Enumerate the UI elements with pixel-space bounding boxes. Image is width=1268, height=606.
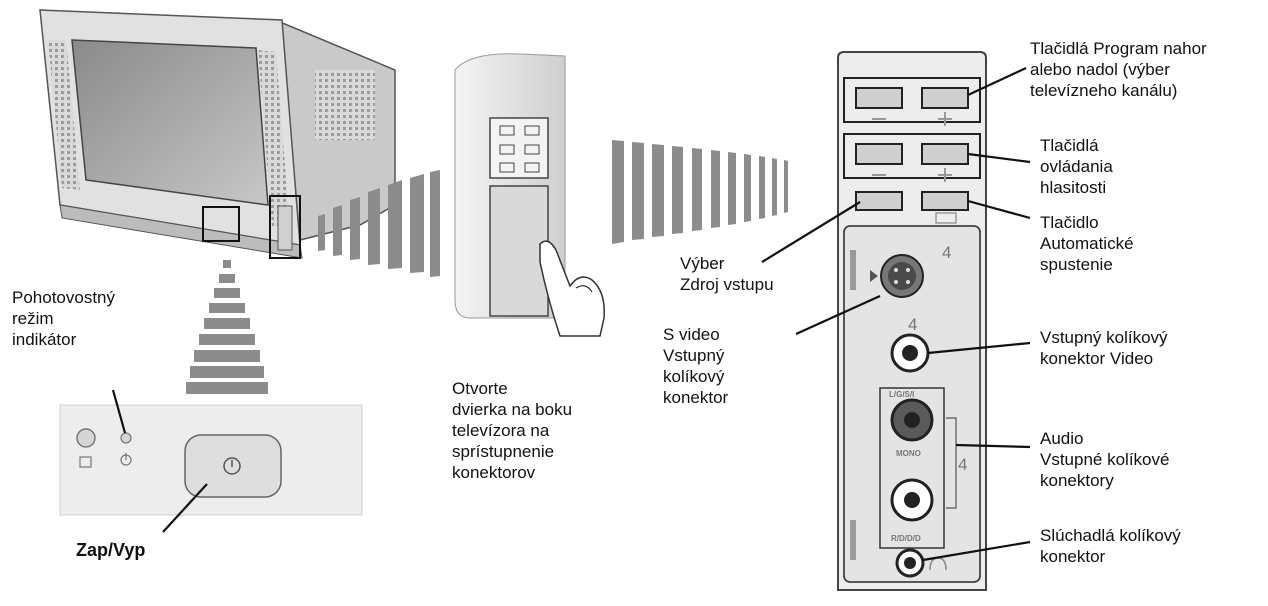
side-door-illustration bbox=[454, 53, 605, 337]
mono-mark: MONO bbox=[896, 449, 921, 458]
audio-right-mark: R/D/D/D bbox=[891, 534, 921, 543]
input-number-top: 4 bbox=[942, 243, 951, 262]
audio-left-mark: L/G/S/I bbox=[889, 390, 914, 399]
tv-set-illustration bbox=[39, 9, 396, 259]
zoom-stripes-to-power-panel bbox=[186, 260, 268, 394]
label-power-button: Zap/Vyp bbox=[76, 540, 146, 560]
zoom-stripes-to-door bbox=[318, 170, 440, 277]
input-number-audio: 4 bbox=[958, 455, 967, 474]
side-door-highlight bbox=[269, 195, 301, 259]
standby-area-highlight bbox=[202, 206, 240, 242]
callout-lines bbox=[111, 67, 1031, 562]
power-panel-closeup bbox=[59, 404, 363, 516]
input-number-mid: 4 bbox=[908, 315, 917, 334]
zoom-stripes-to-panel bbox=[612, 140, 788, 244]
